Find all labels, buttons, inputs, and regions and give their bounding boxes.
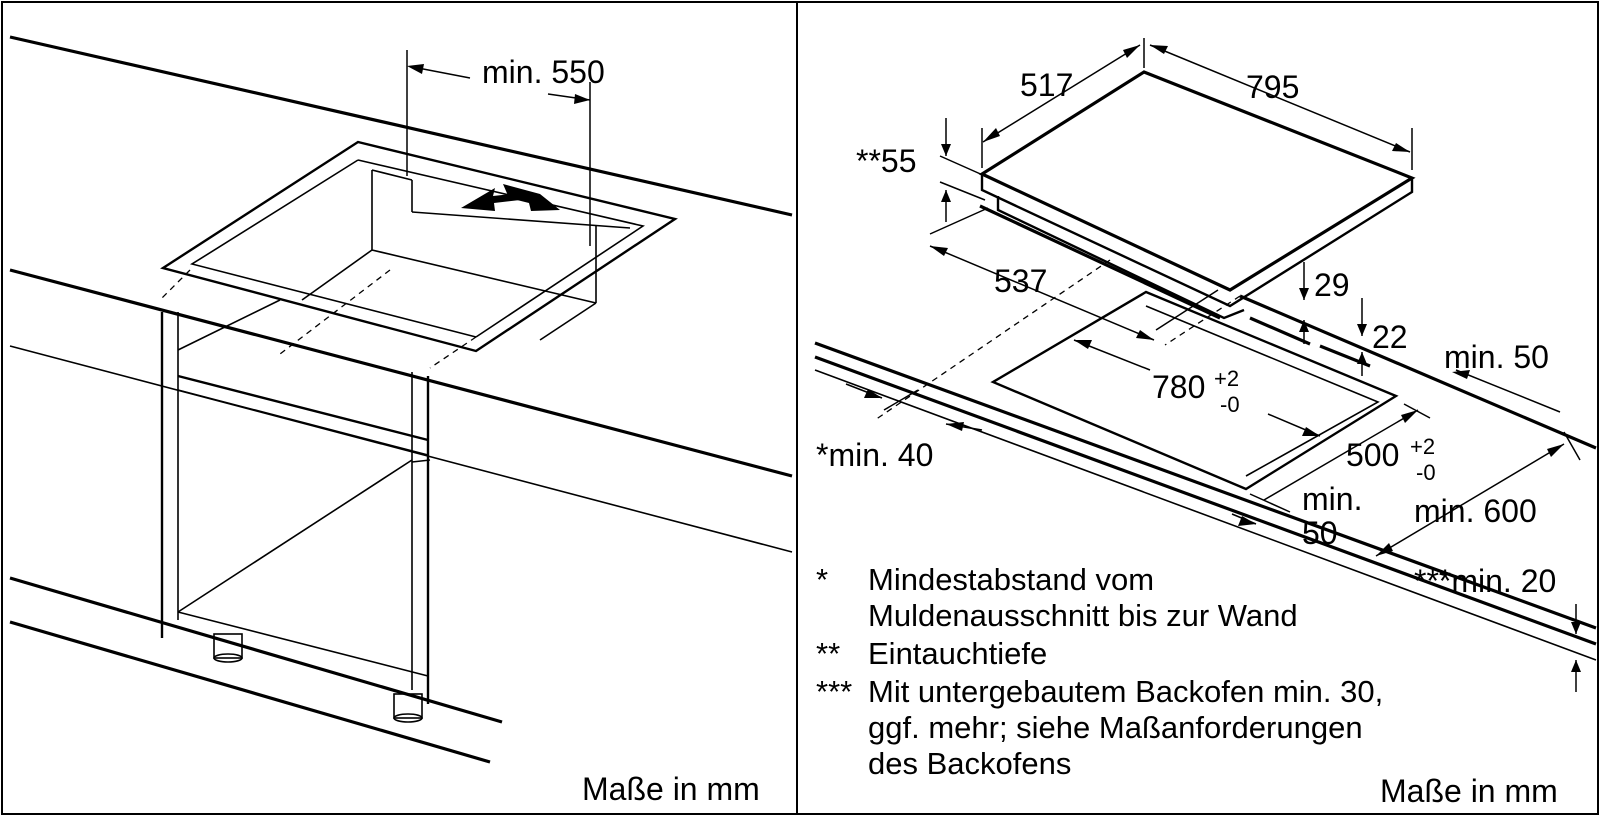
units-label-left: Maße in mm <box>582 771 760 807</box>
dim-780: 780 <box>1152 369 1205 405</box>
dim-780-tol-minus: -0 <box>1220 392 1240 417</box>
dim-min-front-line2: 50 <box>1302 515 1338 551</box>
dim-517: 517 <box>1020 67 1073 103</box>
note-1-marker: * <box>816 562 828 597</box>
right-panel-hob-drawing <box>814 38 1597 692</box>
dim-537: 537 <box>994 263 1047 299</box>
note-3-line3: des Backofens <box>868 746 1071 781</box>
dim-500-tol-minus: -0 <box>1416 460 1436 485</box>
dim-min-600: min. 600 <box>1414 493 1537 529</box>
dim-min-20: ***min. 20 <box>1414 563 1556 599</box>
dim-780-tol-plus: +2 <box>1214 366 1239 391</box>
units-label-right: Maße in mm <box>1380 773 1558 809</box>
dim-29: 29 <box>1314 267 1350 303</box>
note-3-line2: ggf. mehr; siehe Maßanforderungen <box>868 710 1363 745</box>
dim-min-front-line1: min. <box>1302 481 1362 517</box>
dim-min-40: *min. 40 <box>816 437 933 473</box>
dim-500-tol-plus: +2 <box>1410 434 1435 459</box>
note-2-marker: ** <box>816 636 840 671</box>
note-3-marker: *** <box>816 674 852 709</box>
note-2-line1: Eintauchtiefe <box>868 636 1047 671</box>
note-3-line1: Mit untergebautem Backofen min. 30, <box>868 674 1383 709</box>
left-panel-cabinet-drawing <box>9 35 793 764</box>
dim-795: 795 <box>1246 69 1299 105</box>
dim-min-50-right: min. 50 <box>1444 339 1549 375</box>
dim-55: **55 <box>856 143 917 179</box>
dim-min-550: min. 550 <box>482 54 605 90</box>
dim-22: 22 <box>1372 319 1408 355</box>
dim-500: 500 <box>1346 437 1399 473</box>
note-1-line2: Muldenausschnitt bis zur Wand <box>868 598 1298 633</box>
note-1-line1: Mindestabstand vom <box>868 562 1154 597</box>
